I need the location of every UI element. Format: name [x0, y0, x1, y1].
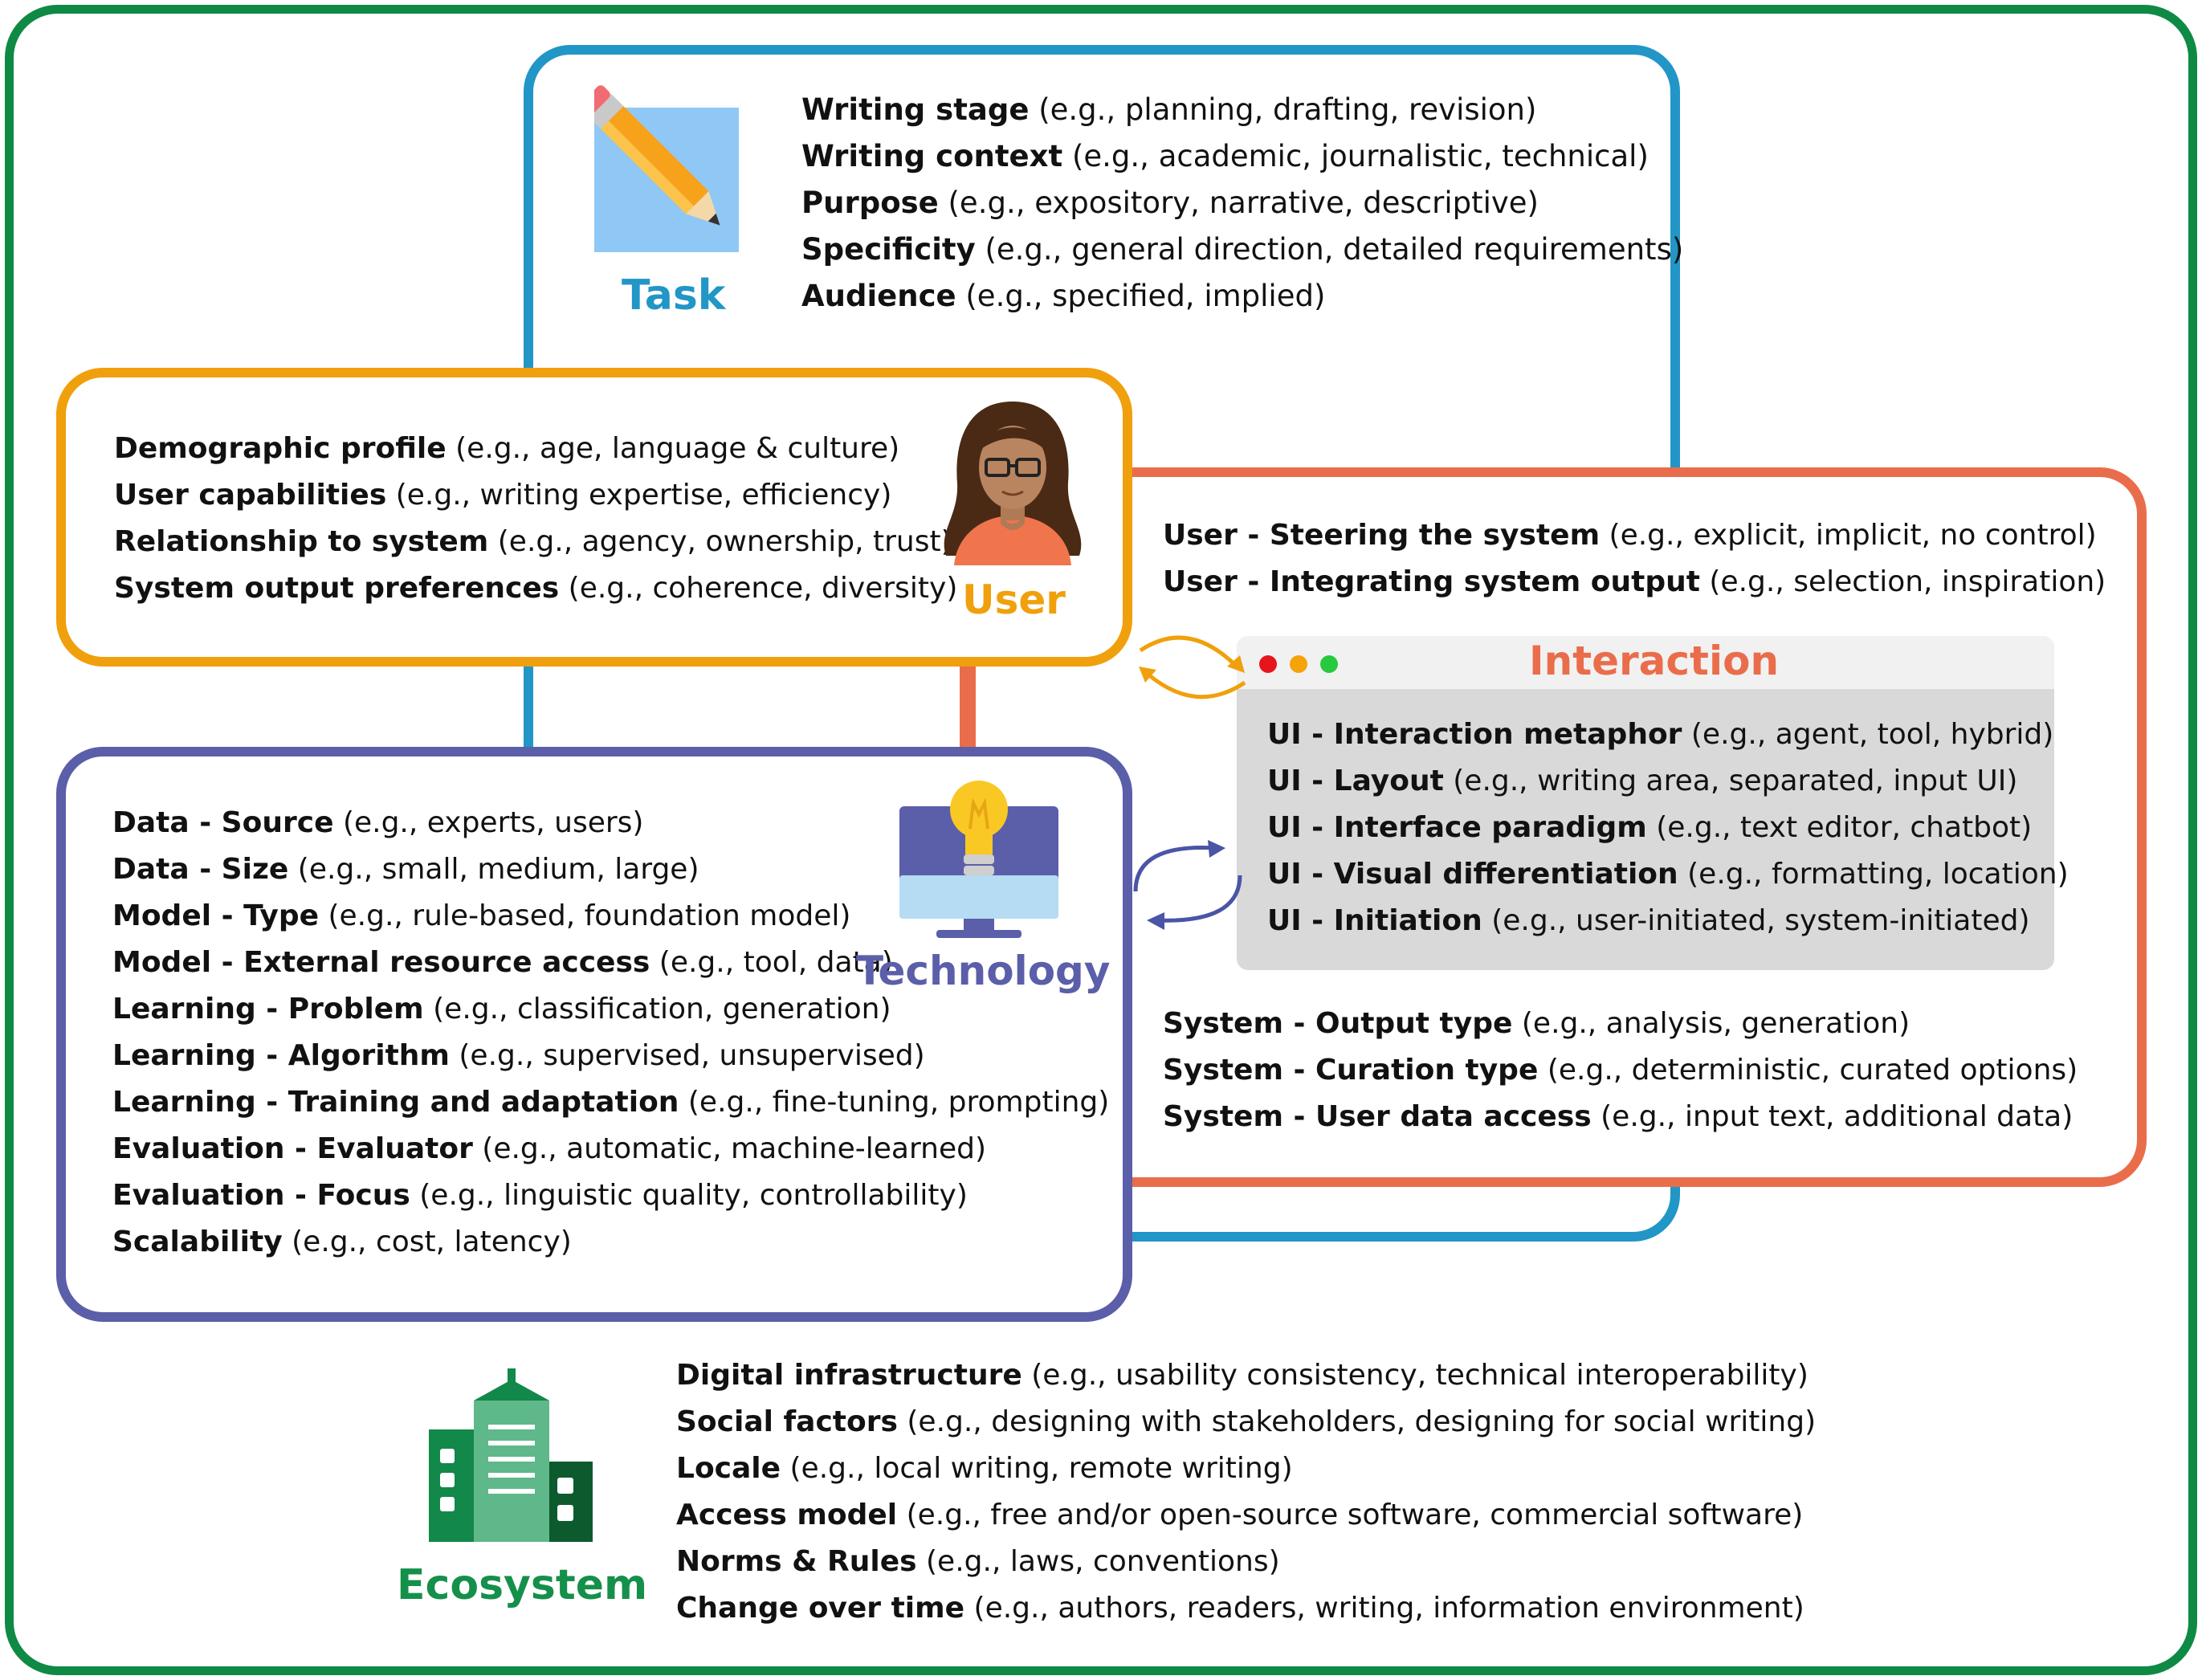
buildings-icon [429, 1368, 594, 1543]
monitor-lightbulb-icon [896, 774, 1062, 940]
ecosystem-factor: Social factors (e.g., designing with sta… [676, 1405, 1817, 1438]
technology-factor: Evaluation - Focus (e.g., linguistic qua… [112, 1179, 968, 1212]
task-factor: Writing stage (e.g., planning, drafting,… [801, 92, 1537, 127]
window-titlebar [1237, 636, 2054, 689]
ecosystem-title: Ecosystem [397, 1561, 648, 1609]
interaction-factor: System - Output type (e.g., analysis, ge… [1163, 1007, 1910, 1040]
technology-factor: Data - Source (e.g., experts, users) [112, 806, 644, 839]
user-factor: Relationship to system (e.g., agency, ow… [114, 525, 952, 558]
technology-factor: Model - Type (e.g., rule-based, foundati… [112, 899, 851, 932]
user-tech-connector-blue [524, 663, 533, 752]
user-title: User [962, 577, 1066, 623]
woman-avatar-icon [922, 395, 1103, 565]
ecosystem-factor: Locale (e.g., local writing, remote writ… [676, 1452, 1293, 1485]
user-factor: Demographic profile (e.g., age, language… [114, 432, 900, 465]
interaction-ui-factor-list: UI - Interaction metaphor (e.g., agent, … [1267, 712, 2069, 944]
task-title: Task [622, 271, 726, 320]
technology-interaction-arrows-icon [1128, 827, 1248, 940]
window-minimize-dot-icon [1290, 655, 1307, 673]
ecosystem-factor: Access model (e.g., free and/or open-sou… [676, 1499, 1804, 1531]
task-factor: Audience (e.g., specified, implied) [801, 279, 1326, 313]
user-factor-list: Demographic profile (e.g., age, language… [114, 426, 957, 612]
interaction-user-factor-list: User - Steering the system (e.g., explic… [1163, 512, 2106, 606]
window-maximize-dot-icon [1320, 655, 1338, 673]
task-factor-list: Writing stage (e.g., planning, drafting,… [801, 87, 1683, 320]
interaction-factor: UI - Interface paradigm (e.g., text edit… [1267, 811, 2033, 844]
technology-factor-list: Data - Source (e.g., experts, users) Dat… [112, 800, 1109, 1266]
user-factor: System output preferences (e.g., coheren… [114, 572, 958, 605]
ecosystem-factor-list: Digital infrastructure (e.g., usability … [676, 1352, 1816, 1632]
technology-factor: Model - External resource access (e.g., … [112, 946, 893, 979]
interaction-system-factor-list: System - Output type (e.g., analysis, ge… [1163, 1001, 2078, 1140]
ui-window-panel [1237, 636, 2054, 970]
interaction-factor: UI - Interaction metaphor (e.g., agent, … [1267, 718, 2054, 751]
ecosystem-factor: Norms & Rules (e.g., laws, conventions) [676, 1545, 1280, 1578]
technology-factor: Scalability (e.g., cost, latency) [112, 1225, 572, 1258]
technology-title: Technology [856, 948, 1111, 994]
technology-factor: Evaluation - Evaluator (e.g., automatic,… [112, 1132, 986, 1165]
pencil-icon [580, 84, 765, 254]
task-factor: Writing context (e.g., academic, journal… [801, 139, 1649, 173]
interaction-factor: User - Steering the system (e.g., explic… [1163, 519, 2097, 552]
user-interaction-arrows-icon [1124, 626, 1253, 723]
interaction-factor: User - Integrating system output (e.g., … [1163, 565, 2106, 598]
user-tech-connector-orange [966, 663, 976, 752]
interaction-factor: UI - Visual differentiation (e.g., forma… [1267, 858, 2069, 891]
technology-factor: Data - Size (e.g., small, medium, large) [112, 853, 699, 886]
interaction-factor: System - Curation type (e.g., determinis… [1163, 1054, 2078, 1087]
task-factor: Specificity (e.g., general direction, de… [801, 232, 1684, 267]
technology-factor: Learning - Training and adaptation (e.g.… [112, 1086, 1110, 1119]
interaction-title: Interaction [1529, 638, 1780, 684]
user-factor: User capabilities (e.g., writing experti… [114, 479, 892, 512]
technology-factor: Learning - Problem (e.g., classification… [112, 993, 891, 1026]
ecosystem-factor: Digital infrastructure (e.g., usability … [676, 1359, 1808, 1392]
window-close-dot-icon [1259, 655, 1277, 673]
interaction-factor: UI - Layout (e.g., writing area, separat… [1267, 765, 2018, 797]
ecosystem-factor: Change over time (e.g., authors, readers… [676, 1592, 1804, 1625]
interaction-factor: UI - Initiation (e.g., user-initiated, s… [1267, 904, 2030, 937]
technology-factor: Learning - Algorithm (e.g., supervised, … [112, 1039, 925, 1072]
task-factor: Purpose (e.g., expository, narrative, de… [801, 186, 1539, 220]
interaction-factor: System - User data access (e.g., input t… [1163, 1100, 2074, 1133]
